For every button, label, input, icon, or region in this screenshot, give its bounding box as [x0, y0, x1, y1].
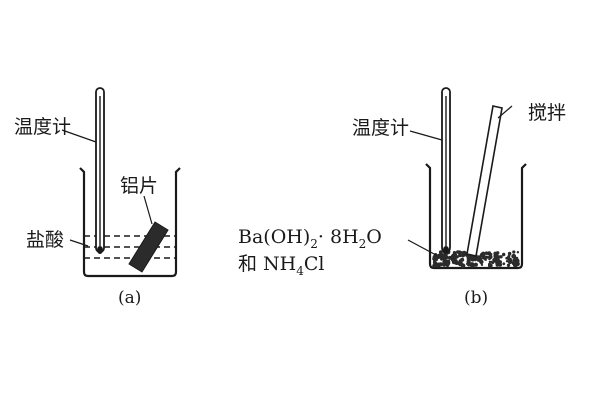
reagent-particle: [505, 256, 508, 260]
panel-b-caption: (b): [464, 288, 488, 308]
reagent-particle: [440, 257, 443, 261]
beaker-b: [425, 163, 527, 270]
reagent-particle: [473, 256, 478, 261]
reagent-particle: [487, 263, 493, 268]
stirring-leader: [497, 105, 513, 119]
reagent-particle: [505, 260, 509, 263]
reagent-particle: [506, 263, 511, 267]
reagent-particle: [513, 263, 517, 266]
reagent-particle: [460, 251, 464, 254]
reagent-particle: [491, 261, 495, 265]
reagent-leader: [407, 239, 437, 256]
reagent-particle: [516, 251, 520, 254]
reagent-particle: [495, 251, 500, 255]
reagent-particle: [493, 255, 497, 258]
reagent-particle: [484, 251, 489, 255]
reagent-particle: [450, 257, 456, 262]
reagent-particle: [443, 254, 447, 259]
thermometer-a-leader: [61, 129, 97, 143]
reagent-particle: [457, 261, 463, 267]
aluminum-strip: [128, 221, 169, 273]
thermometer-a-label: 温度计: [14, 116, 71, 138]
thermometer-b-leader: [409, 130, 443, 141]
reagent-mixture: [432, 249, 520, 269]
thermometer-b-bulb: [443, 246, 449, 254]
reagent-particle: [502, 252, 506, 257]
reagent-particle: [458, 253, 462, 258]
reagent-particle: [452, 253, 458, 259]
reagent-particle: [488, 254, 493, 260]
stirring-label: 搅拌: [528, 102, 566, 124]
aluminum-strip-label: 铝片: [120, 175, 158, 197]
reagent-particle: [466, 262, 469, 266]
reagent-particle: [507, 259, 513, 265]
reagent-particle: [436, 253, 441, 258]
reagent-particle: [484, 258, 487, 261]
reagent-particle: [432, 263, 437, 268]
acid-leader: [69, 239, 89, 247]
reagent-particle: [480, 263, 484, 266]
reagent-particle: [460, 253, 466, 258]
reagent-particle: [495, 257, 501, 263]
reagent-particle: [507, 255, 511, 259]
reagent-particle: [511, 253, 517, 259]
thermometer-a-bulb: [97, 246, 103, 254]
reagent-formula-line2: 和 NH4Cl: [238, 253, 325, 278]
reagent-particle: [512, 250, 516, 254]
beaker-a: [79, 167, 181, 278]
reagent-particle: [479, 259, 484, 265]
thermometer-b-label: 温度计: [352, 117, 409, 139]
reagent-particle: [502, 262, 506, 266]
reagent-particle: [466, 255, 472, 260]
reagent-particle: [495, 263, 500, 267]
reagent-particle: [499, 255, 503, 259]
reagent-formula-line1: Ba(OH)2· 8H2O: [238, 226, 382, 251]
reagent-particle: [498, 262, 503, 267]
aluminum-leader: [143, 195, 153, 225]
panel-a: 温度计 铝片 盐酸 (a): [14, 87, 181, 308]
panel-b: 温度计 搅拌 Ba(OH)2· 8H2O 和 NH4Cl (b): [238, 87, 566, 308]
panel-a-caption: (a): [118, 288, 141, 308]
reagent-particle: [507, 251, 512, 256]
reagent-particle: [439, 263, 443, 267]
hydrochloric-acid-label: 盐酸: [26, 229, 64, 251]
stirring-rod: [466, 105, 503, 257]
reagent-particle: [447, 259, 451, 263]
reagent-particle: [456, 250, 460, 254]
reagent-particle: [481, 254, 486, 259]
reagent-particle: [471, 262, 475, 266]
reagent-particle: [488, 260, 492, 264]
reagent-particle: [485, 255, 489, 259]
reagent-particle: [442, 259, 448, 265]
